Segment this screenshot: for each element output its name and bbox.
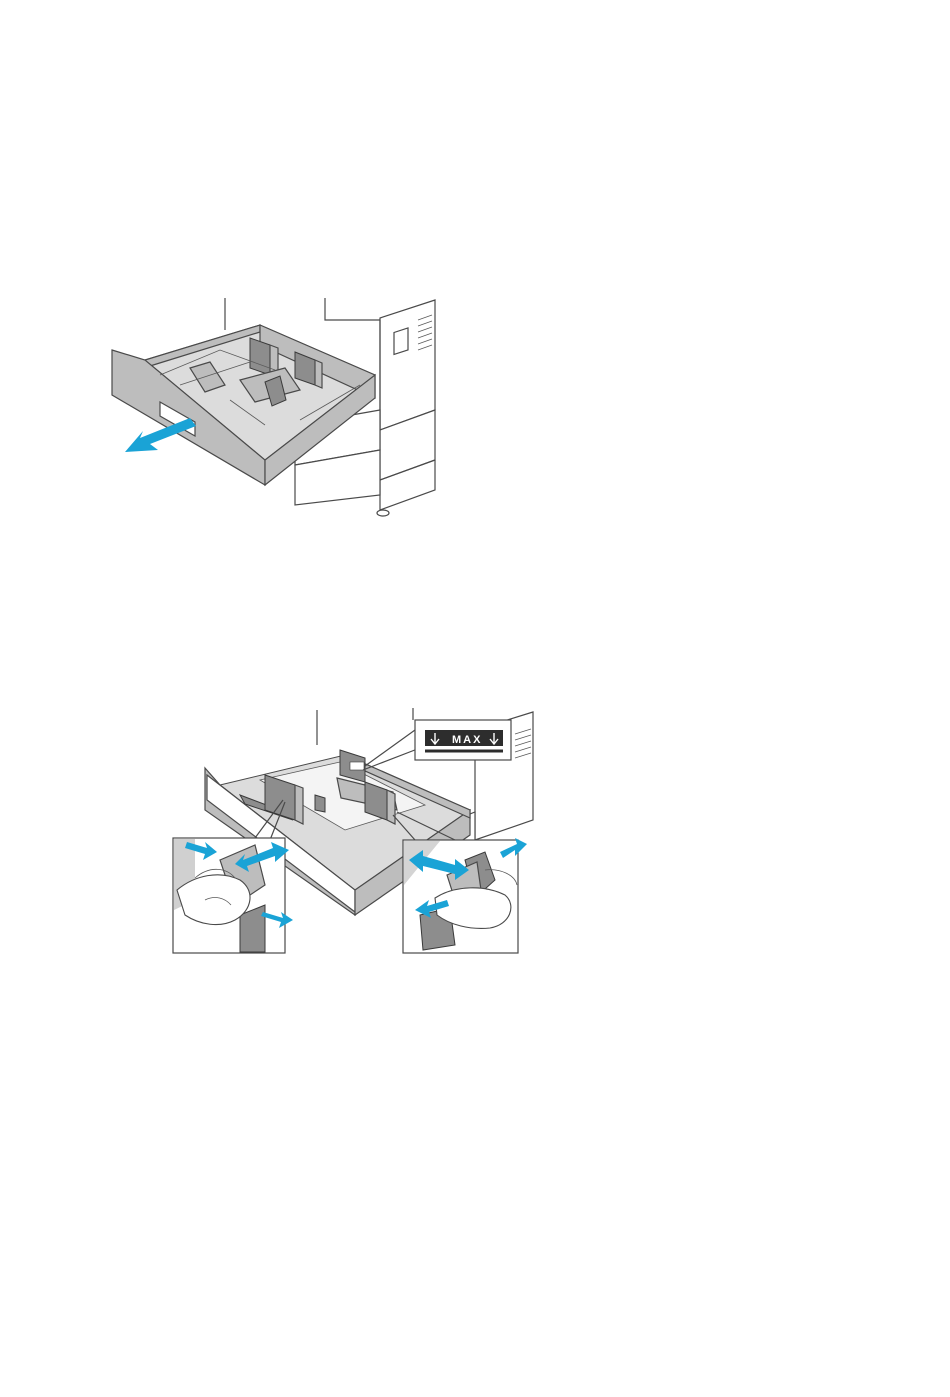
max-label: MAX [452, 734, 482, 746]
pull-out-tray-illustration [100, 290, 450, 525]
adjust-paper-guides-illustration: MAX [165, 700, 535, 965]
